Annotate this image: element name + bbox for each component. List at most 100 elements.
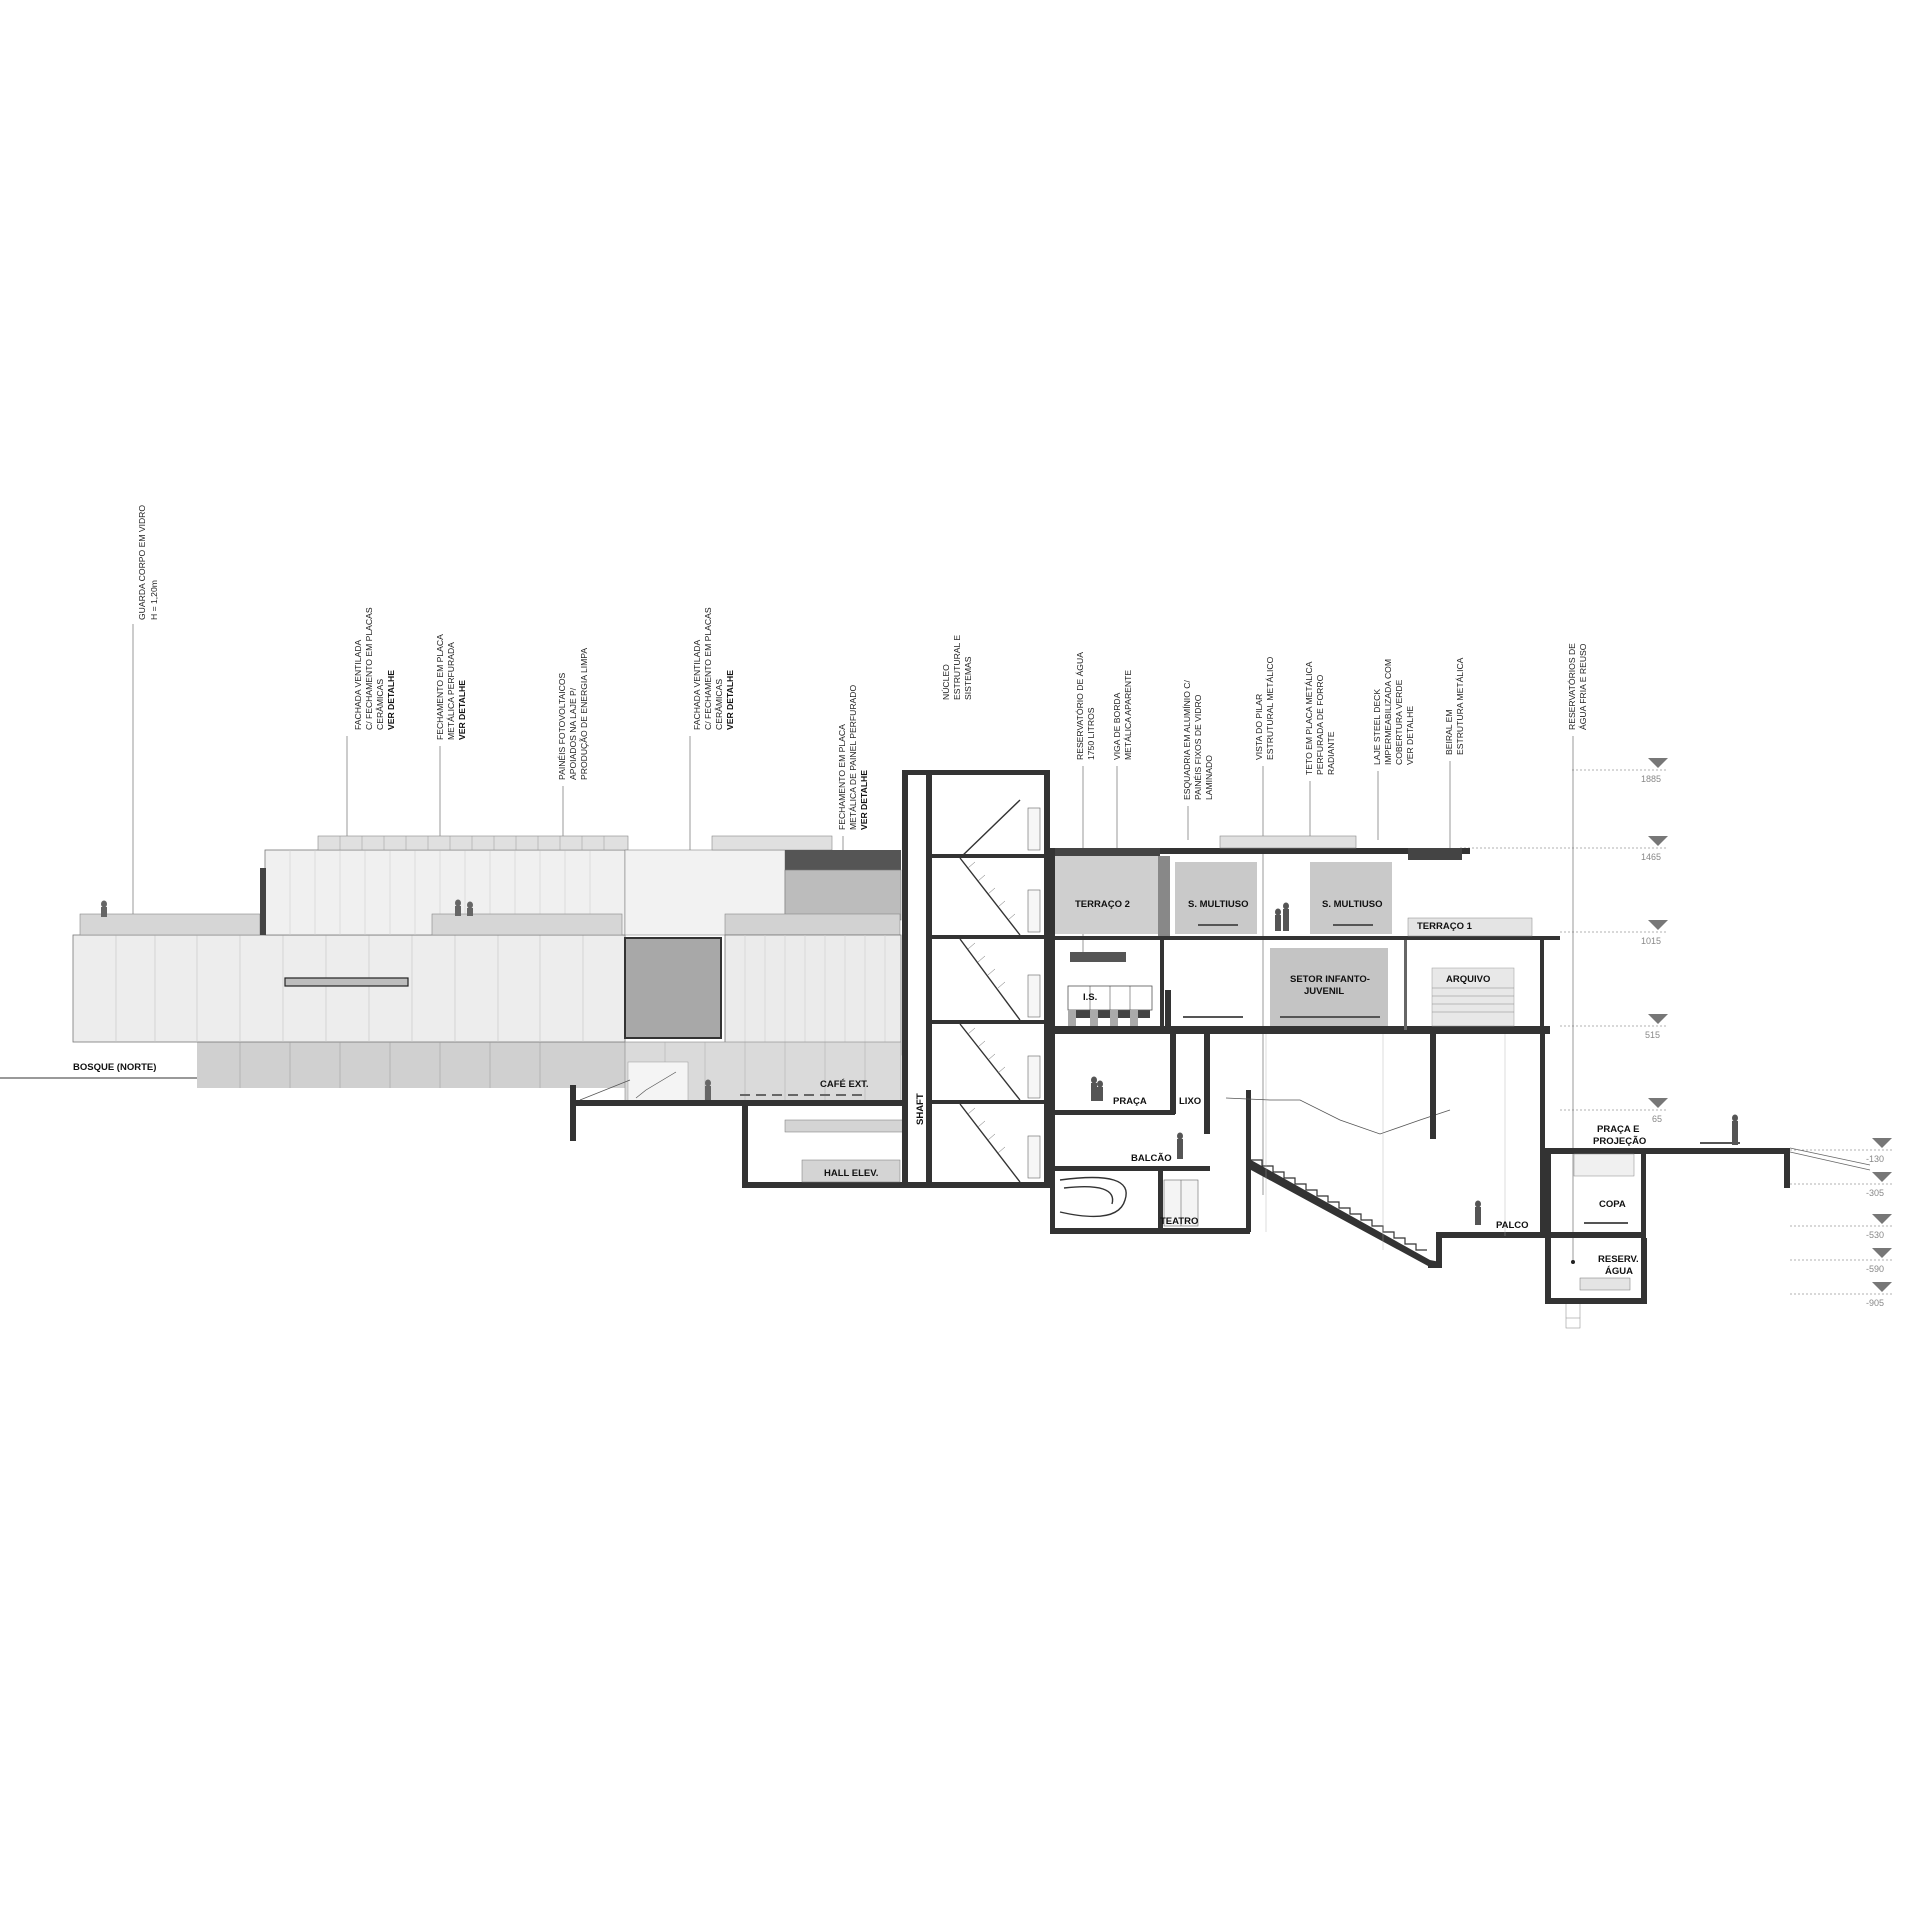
room-label-copa: COPA [1599,1199,1626,1210]
room-labels: BOSQUE (NORTE) CAFÉ EXT. HALL ELEV. SHAF… [73,899,1646,1277]
level-minus-305: -305 [1790,1172,1892,1198]
svg-text:65: 65 [1652,1114,1662,1124]
cafe-furniture [705,1079,862,1100]
room-label-lixo: LIXO [1179,1096,1201,1107]
svg-text:FECHAMENTO EM PLACA: FECHAMENTO EM PLACA [837,724,847,830]
svg-text:1015: 1015 [1641,936,1661,946]
room-label-cafe: CAFÉ EXT. [820,1079,869,1090]
svg-text:PRODUÇÃO DE ENERGIA LIMPA: PRODUÇÃO DE ENERGIA LIMPA [579,648,589,780]
svg-text:VER DETALHE: VER DETALHE [386,670,396,730]
svg-text:1465: 1465 [1641,852,1661,862]
svg-text:ESTRUTURAL METÁLICO: ESTRUTURAL METÁLICO [1265,656,1275,760]
room-label-reserv: RESERV. [1598,1254,1639,1265]
annotation-guarda-corpo: GUARDA CORPO EM VIDRO H = 1,20m [131,505,159,926]
annotation-laje-steel-deck: LAJE STEEL DECK IMPERMEABILIZADA COM COB… [1372,659,1415,840]
svg-text:-590: -590 [1866,1264,1884,1274]
room-label-reserv-2: ÁGUA [1605,1266,1633,1277]
svg-text:RESERVATÓRIOS DE: RESERVATÓRIOS DE [1567,643,1577,730]
annotation-paineis-fotovoltaicos: PAINÉIS FOTOVOLTAICOS APOIADOS NA LAJE P… [557,648,589,846]
room-label-shaft: SHAFT [915,1093,926,1125]
svg-text:LAMINADO: LAMINADO [1204,755,1214,800]
room-label-arquivo: ARQUIVO [1446,974,1490,985]
level-65: 65 [1560,1098,1668,1124]
svg-text:LAJE STEEL DECK: LAJE STEEL DECK [1372,689,1382,765]
level-515: 515 [1560,1014,1668,1040]
svg-text:VER DETALHE: VER DETALHE [457,680,467,740]
svg-text:H = 1,20m: H = 1,20m [149,580,159,620]
svg-text:METÁLICA APARENTE: METÁLICA APARENTE [1123,670,1133,760]
svg-text:VISTA DO PILAR: VISTA DO PILAR [1254,694,1264,760]
core-stairs [959,799,1021,1183]
room-label-is: I.S. [1083,992,1097,1003]
annotation-vista-pilar: VISTA DO PILAR ESTRUTURAL METÁLICO [1254,656,1275,1195]
middle-facade-elevation [579,835,902,1103]
svg-text:BEIRAL EM: BEIRAL EM [1444,709,1454,755]
person-figures [101,899,473,917]
svg-text:-130: -130 [1866,1154,1884,1164]
left-facade-elevation [0,835,629,1088]
annotation-beiral: BEIRAL EM ESTRUTURA METÁLICA [1444,657,1465,848]
svg-text:C/ FECHAMENTO EM PLACAS: C/ FECHAMENTO EM PLACAS [703,607,713,730]
room-label-terraco1: TERRAÇO 1 [1417,921,1473,932]
svg-text:CERÂMICAS: CERÂMICAS [375,679,385,730]
room-label-praca-projecao: PRAÇA E [1597,1124,1639,1135]
svg-text:CERÂMICAS: CERÂMICAS [714,679,724,730]
auditorium-seating [1251,1159,1427,1251]
section-walls [570,770,1871,1329]
room-label-bosque: BOSQUE (NORTE) [73,1062,156,1073]
svg-text:NÚCLEO: NÚCLEO [941,664,951,700]
svg-text:APOIADOS NA LAJE P/: APOIADOS NA LAJE P/ [568,687,578,780]
svg-text:RADIANTE: RADIANTE [1326,731,1336,775]
level-1885: 1885 [1572,758,1668,784]
person-figures-right [1091,902,1738,1225]
svg-text:IMPERMEABILIZADA COM: IMPERMEABILIZADA COM [1383,659,1393,765]
svg-text:515: 515 [1645,1030,1660,1040]
svg-text:GUARDA CORPO EM VIDRO: GUARDA CORPO EM VIDRO [137,505,147,620]
svg-text:ÁGUA FRIA E REUSO: ÁGUA FRIA E REUSO [1578,643,1588,730]
svg-text:PAINÉIS FIXOS DE VIDRO: PAINÉIS FIXOS DE VIDRO [1193,694,1203,800]
svg-text:PAINÉIS FOTOVOLTAICOS: PAINÉIS FOTOVOLTAICOS [557,672,567,780]
svg-text:RESERVATÓRIO DE ÁGUA: RESERVATÓRIO DE ÁGUA [1075,652,1085,760]
svg-text:METÁLICA DE PAINEL PERFURADO: METÁLICA DE PAINEL PERFURADO [848,685,858,830]
svg-text:TETO EM PLACA METÁLICA: TETO EM PLACA METÁLICA [1304,661,1314,775]
svg-text:-905: -905 [1866,1298,1884,1308]
level-1465: 1465 [1460,836,1668,862]
svg-text:ESQUADRIA EM ALUMÍNIO C/: ESQUADRIA EM ALUMÍNIO C/ [1182,680,1192,800]
room-label-hall-elev: HALL ELEV. [824,1168,878,1179]
level-minus-590: -590 [1790,1248,1892,1274]
svg-text:ESTRUTURA METÁLICA: ESTRUTURA METÁLICA [1455,657,1465,755]
svg-text:VER DETALHE: VER DETALHE [725,670,735,730]
svg-text:-530: -530 [1866,1230,1884,1240]
room-label-terraco2: TERRAÇO 2 [1075,899,1130,910]
svg-text:PERFURADA DE FORRO: PERFURADA DE FORRO [1315,674,1325,775]
svg-text:VIGA DE BORDA: VIGA DE BORDA [1112,692,1122,760]
svg-text:VER DETALHE: VER DETALHE [1405,706,1415,765]
room-label-balcao: BALCÃO [1131,1153,1172,1164]
svg-text:ESTRUTURAL E: ESTRUTURAL E [952,635,962,700]
room-label-palco: PALCO [1496,1220,1529,1231]
annotation-teto-placa: TETO EM PLACA METÁLICA PERFURADA DE FORR… [1304,661,1336,840]
svg-text:COBERTURA VERDE: COBERTURA VERDE [1394,679,1404,765]
level-1015: 1015 [1560,920,1668,946]
svg-text:FECHAMENTO EM PLACA: FECHAMENTO EM PLACA [435,634,445,740]
svg-text:FACHADA VENTILADA: FACHADA VENTILADA [692,639,702,730]
svg-text:C/ FECHAMENTO EM PLACAS: C/ FECHAMENTO EM PLACAS [364,607,374,730]
room-label-praca-projecao-2: PROJEÇÃO [1593,1136,1646,1147]
room-label-s-multiuso-1: S. MULTIUSO [1188,899,1249,910]
annotation-esquadria-aluminio: ESQUADRIA EM ALUMÍNIO C/ PAINÉIS FIXOS D… [1182,680,1214,840]
room-label-teatro: TEATRO [1160,1216,1198,1227]
annotation-viga-borda: VIGA DE BORDA METÁLICA APARENTE [1112,670,1133,862]
svg-text:-305: -305 [1866,1188,1884,1198]
svg-text:1750 LITROS: 1750 LITROS [1086,707,1096,760]
level-markers: 1885 1465 1015 515 65 -130 [1460,758,1892,1308]
spiral-stair [1059,1176,1127,1218]
svg-text:1885: 1885 [1641,774,1661,784]
annotation-nucleo-estrutural: NÚCLEO ESTRUTURAL E SISTEMAS [941,635,973,700]
room-label-setor-infanto: SETOR INFANTO- [1290,974,1370,985]
svg-text:FACHADA VENTILADA: FACHADA VENTILADA [353,639,363,730]
level-minus-530: -530 [1790,1214,1892,1240]
annotation-reservatorios: RESERVATÓRIOS DE ÁGUA FRIA E REUSO [1567,643,1588,1264]
room-label-setor-infanto-2: JUVENIL [1304,986,1344,997]
annotation-fechamento-placa-2: FECHAMENTO EM PLACA METÁLICA DE PAINEL P… [837,685,869,858]
